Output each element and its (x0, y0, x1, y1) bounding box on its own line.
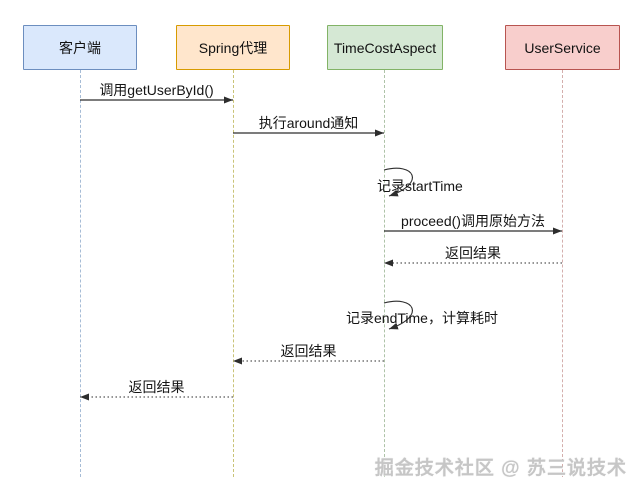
lifeline-user-service (562, 70, 563, 477)
message-label-return-result-to-proxy: 返回结果 (280, 343, 337, 359)
message-label-call-getuserbyid: 调用getUserById() (99, 82, 214, 98)
lifeline-spring-proxy (233, 70, 234, 477)
message-label-record-endtime: 记录endTime，计算耗时 (346, 310, 498, 326)
lifeline-time-cost-aspect (384, 70, 385, 477)
message-label-return-result-to-aspect: 返回结果 (445, 245, 501, 261)
participant-spring-proxy: Spring代理 (176, 25, 290, 70)
participant-time-cost-aspect: TimeCostAspect (327, 25, 443, 70)
participant-user-service: UserService (505, 25, 620, 70)
message-label-return-result-to-client: 返回结果 (128, 379, 185, 395)
message-label-proceed-call: proceed()调用原始方法 (401, 213, 545, 229)
message-label-record-starttime: 记录startTime (377, 178, 463, 194)
lifeline-client (80, 70, 81, 477)
participant-client: 客户端 (23, 25, 137, 70)
watermark: 掘金技术社区 @ 苏三说技术 (374, 458, 627, 479)
message-label-execute-around-advice: 执行around通知 (258, 115, 359, 131)
